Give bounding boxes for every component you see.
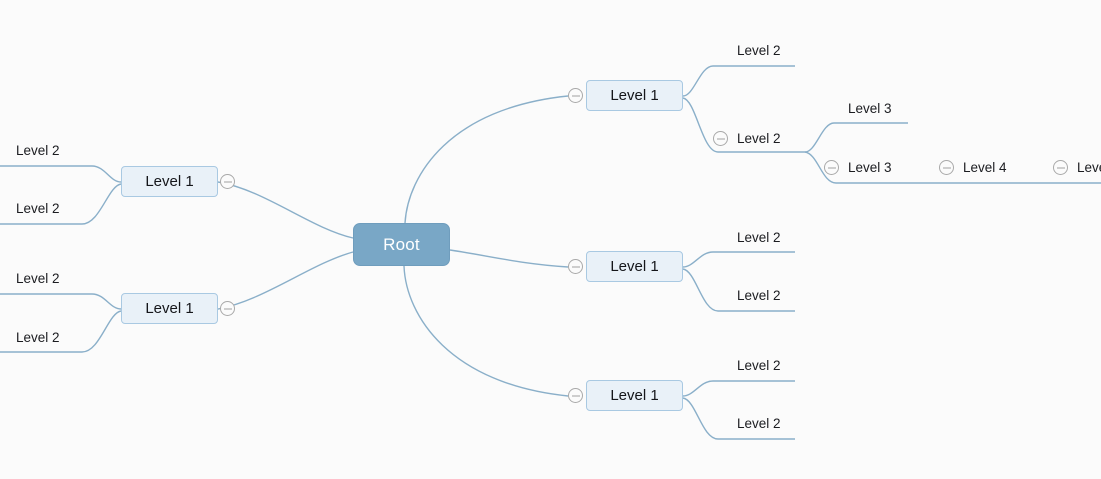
- level2-label-right-bottom-2[interactable]: Level 2: [737, 416, 781, 431]
- level2-label-left-upper-2[interactable]: Level 2: [16, 201, 60, 216]
- level2-label-right-middle-1[interactable]: Level 2: [737, 230, 781, 245]
- connector-level2-to-level3-upper: [804, 122, 908, 153]
- collapse-icon-level4-right[interactable]: [939, 160, 954, 175]
- connector-right-top-child1: [682, 65, 795, 97]
- level2-label-right-bottom-1[interactable]: Level 2: [737, 358, 781, 373]
- level1-node-left-upper[interactable]: Level 1: [121, 166, 218, 197]
- collapse-icon-left-lower[interactable]: [220, 301, 235, 316]
- level1-node-right-top-label: Level 1: [610, 87, 659, 104]
- connector-right-top-child2: [682, 97, 805, 153]
- connector-root-right-top: [404, 95, 569, 224]
- collapse-icon-level3-right[interactable]: [824, 160, 839, 175]
- level2-label-right-middle-2[interactable]: Level 2: [737, 288, 781, 303]
- level1-node-left-lower[interactable]: Level 1: [121, 293, 218, 324]
- level1-node-right-bottom-label: Level 1: [610, 387, 659, 404]
- level3-label-lower[interactable]: Level 3: [848, 160, 892, 175]
- connector-left-upper-child1: [0, 165, 122, 183]
- level1-node-right-bottom[interactable]: Level 1: [586, 380, 683, 411]
- level2-label-left-lower-2[interactable]: Level 2: [16, 330, 60, 345]
- connector-left-lower-child1: [0, 293, 122, 310]
- collapse-icon-right-bottom[interactable]: [568, 388, 583, 403]
- level1-node-right-middle[interactable]: Level 1: [586, 251, 683, 282]
- level2-label-left-lower-1[interactable]: Level 2: [16, 271, 60, 286]
- connector-right-middle-child2: [682, 268, 795, 312]
- level1-node-left-upper-label: Level 1: [145, 173, 194, 190]
- connector-root-left-upper: [217, 181, 354, 239]
- level2-label-right-top-2[interactable]: Level 2: [737, 131, 781, 146]
- connector-root-right-middle: [449, 249, 569, 268]
- connector-right-bottom-child1: [682, 380, 795, 397]
- connector-level2-to-level3-lower: [804, 151, 1101, 184]
- collapse-icon-left-upper[interactable]: [220, 174, 235, 189]
- connector-left-upper-child2: [0, 183, 122, 225]
- level2-label-right-top-1[interactable]: Level 2: [737, 43, 781, 58]
- level2-label-left-upper-1[interactable]: Level 2: [16, 143, 60, 158]
- connector-root-left-lower: [217, 251, 354, 310]
- connector-left-lower-child2: [0, 310, 122, 353]
- collapse-icon-level5-right[interactable]: [1053, 160, 1068, 175]
- level3-label-upper[interactable]: Level 3: [848, 101, 892, 116]
- connector-root-right-bottom: [403, 265, 569, 397]
- connector-right-bottom-child2: [682, 397, 795, 440]
- root-node[interactable]: Root: [353, 223, 450, 266]
- level1-node-right-top[interactable]: Level 1: [586, 80, 683, 111]
- collapse-icon-right-middle[interactable]: [568, 259, 583, 274]
- level1-node-left-lower-label: Level 1: [145, 300, 194, 317]
- root-node-label: Root: [383, 234, 420, 254]
- level1-node-right-middle-label: Level 1: [610, 258, 659, 275]
- level4-label[interactable]: Level 4: [963, 160, 1007, 175]
- level5-label-truncated[interactable]: Level: [1077, 160, 1101, 175]
- collapse-icon-right-top[interactable]: [568, 88, 583, 103]
- collapse-icon-level2-right-top[interactable]: [713, 131, 728, 146]
- connector-right-middle-child1: [682, 251, 795, 268]
